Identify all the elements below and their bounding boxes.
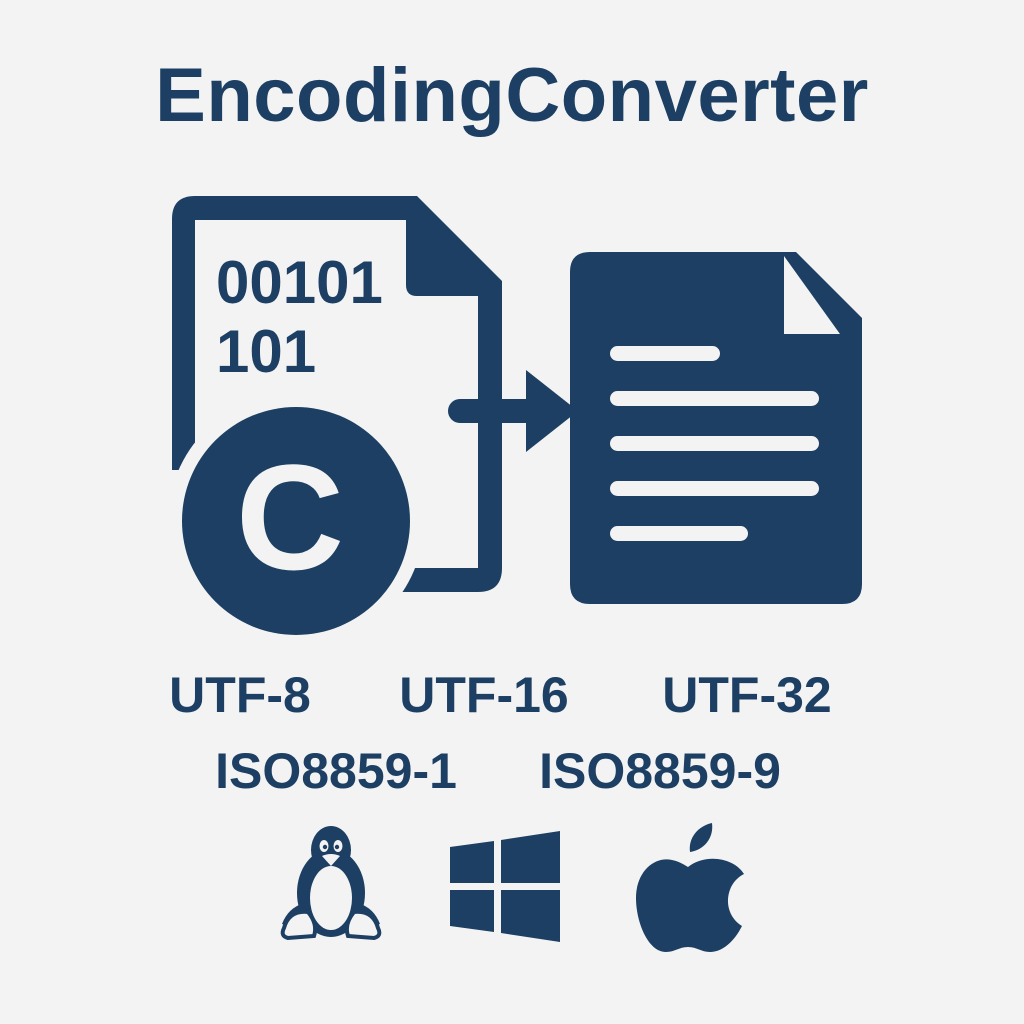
encodings-row-2: ISO8859-1 ISO8859-9 bbox=[0, 746, 1024, 806]
binary-line-2: 101 bbox=[216, 318, 316, 385]
badge-letter: C bbox=[236, 433, 344, 601]
binary-file-icon: 00101 101 bbox=[172, 196, 502, 592]
encodings-row-1: UTF-8 UTF-16 UTF-32 bbox=[0, 670, 1024, 730]
right-arrow-icon bbox=[448, 370, 578, 452]
encoding-iso8859-1: ISO8859-1 bbox=[215, 743, 457, 799]
encoding-utf-8: UTF-8 bbox=[169, 667, 311, 723]
encoding-iso8859-9: ISO8859-9 bbox=[539, 743, 781, 799]
encoding-utf-16: UTF-16 bbox=[399, 667, 569, 723]
encoding-utf-32: UTF-32 bbox=[662, 667, 832, 723]
app-title: EncodingConverter bbox=[155, 53, 869, 138]
c-badge: C bbox=[168, 393, 424, 649]
text-document-icon bbox=[570, 252, 862, 604]
binary-line-1: 00101 bbox=[216, 249, 383, 316]
